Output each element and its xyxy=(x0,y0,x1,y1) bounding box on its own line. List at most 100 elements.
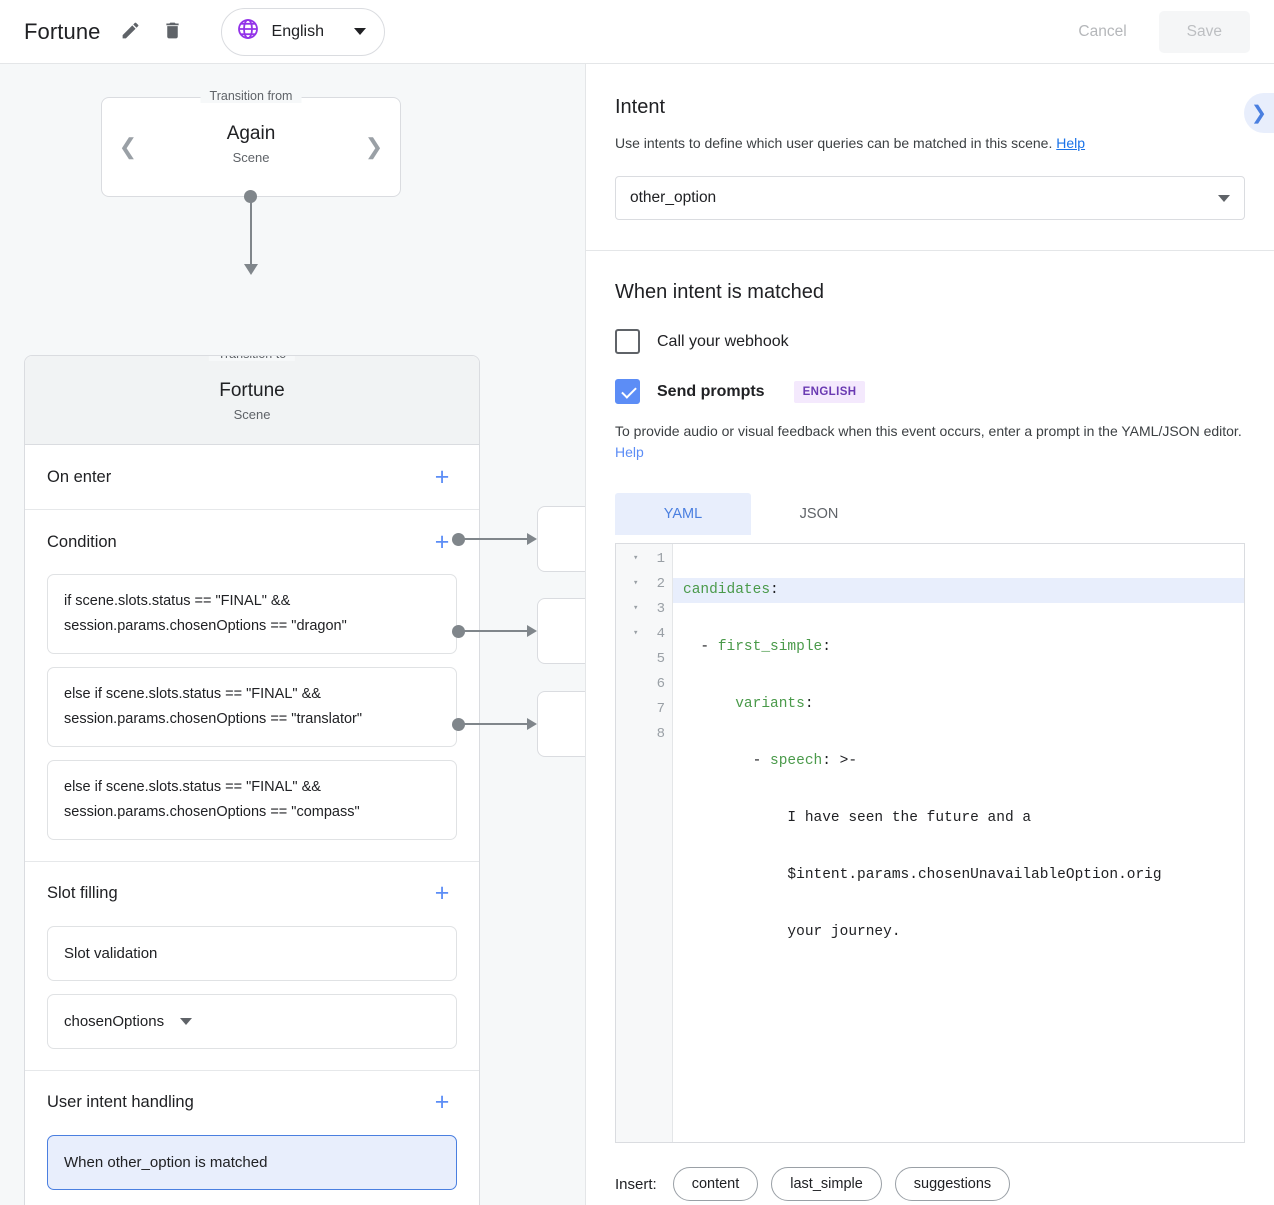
yaml-key: variants xyxy=(735,696,805,712)
plus-icon-slot-filling[interactable]: + xyxy=(427,879,457,909)
language-label: English xyxy=(271,22,325,40)
gutter-row: 7 xyxy=(616,696,672,721)
yaml-indent: - xyxy=(683,753,771,769)
yaml-text: $intent.params.chosenUnavailableOption.o… xyxy=(683,867,1162,883)
code-line: I have seen the future and a xyxy=(673,806,1244,831)
yaml-editor[interactable]: ▾1 ▾2 ▾3 ▾4 5 6 7 8 candidates: - first_… xyxy=(615,543,1245,1143)
condition-item[interactable]: else if scene.slots.status == "FINAL" &&… xyxy=(47,666,457,747)
code-line: your journey. xyxy=(673,920,1244,945)
gutter-row: ▾2 xyxy=(616,571,672,596)
intent-heading: Intent xyxy=(615,96,666,118)
code-line: $intent.params.chosenUnavailableOption.o… xyxy=(673,863,1244,888)
edit-button[interactable] xyxy=(111,12,151,52)
plus-icon-on-enter[interactable]: + xyxy=(427,462,457,492)
intent-section: Intent Use intents to define which user … xyxy=(586,64,1274,251)
fold-toggle-icon[interactable]: ▾ xyxy=(633,553,639,563)
intent-select[interactable]: other_option xyxy=(615,176,1245,220)
slot-validation-item[interactable]: Slot validation xyxy=(47,925,457,981)
gutter-row: ▾4 xyxy=(616,621,672,646)
top-bar: Fortune English Cancel xyxy=(0,0,1274,64)
code-line: - speech: >- xyxy=(673,749,1244,774)
condition-connector-line xyxy=(458,538,528,540)
gutter-row: ▾3 xyxy=(616,596,672,621)
plus-icon-user-intent-handling[interactable]: + xyxy=(427,1088,457,1118)
gutter-row: ▾1 xyxy=(616,546,672,571)
intent-handler-item-selected[interactable]: When other_option is matched xyxy=(47,1134,457,1190)
section-title-user-intent-handling: User intent handling xyxy=(47,1093,194,1112)
yaml-text: your journey. xyxy=(683,924,901,940)
slot-item-label: chosenOptions xyxy=(64,1012,165,1030)
expand-panel-button[interactable]: ❯ xyxy=(1244,93,1274,133)
chevron-right-icon: ❯ xyxy=(1251,102,1267,124)
code-line: variants: xyxy=(673,692,1244,717)
intent-description-text: Use intents to define which user queries… xyxy=(615,135,1053,151)
condition-connector-arrow-icon xyxy=(527,718,537,730)
line-number: 7 xyxy=(656,700,665,717)
intent-help-link[interactable]: Help xyxy=(1056,135,1086,151)
condition-item[interactable]: else if scene.slots.status == "FINAL" &&… xyxy=(47,759,457,840)
chevron-down-icon xyxy=(354,28,367,35)
webhook-row: Call your webhook xyxy=(615,329,1245,354)
insert-chip-last-simple[interactable]: last_simple xyxy=(771,1167,882,1201)
section-title-slot-filling: Slot filling xyxy=(47,884,118,903)
editor-code-area[interactable]: candidates: - first_simple: variants: - … xyxy=(673,544,1244,1142)
page-title: Fortune xyxy=(24,18,101,44)
send-prompts-help-link[interactable]: Help xyxy=(615,444,644,460)
language-badge: ENGLISH xyxy=(793,380,866,403)
save-button[interactable]: Save xyxy=(1158,10,1250,53)
send-prompts-checkbox[interactable] xyxy=(615,379,640,404)
condition-connector-line xyxy=(458,630,528,632)
condition-target-card[interactable] xyxy=(537,506,585,572)
call-webhook-label: Call your webhook xyxy=(657,332,789,350)
chevron-right-icon[interactable]: ❯ xyxy=(364,134,384,159)
condition-connector-arrow-icon xyxy=(527,625,537,637)
send-prompts-description: To provide audio or visual feedback when… xyxy=(615,421,1245,463)
condition-connector-line xyxy=(458,723,528,725)
topbar-actions: Cancel Save xyxy=(1056,10,1274,53)
transition-to-type: Scene xyxy=(233,407,271,422)
delete-button[interactable] xyxy=(153,12,193,52)
code-line: - first_simple: xyxy=(673,635,1244,660)
line-number: 1 xyxy=(656,550,665,567)
transition-from-legend: Transition from xyxy=(200,89,302,103)
line-number: 6 xyxy=(656,675,665,692)
tab-yaml[interactable]: YAML xyxy=(615,493,751,535)
intent-details-panel: ❯ Intent Use intents to define which use… xyxy=(586,64,1274,1205)
line-number: 2 xyxy=(656,575,665,592)
insert-chip-suggestions[interactable]: suggestions xyxy=(894,1167,1011,1201)
section-slot-filling: Slot filling + Slot validation chosenOpt… xyxy=(25,862,479,1071)
insert-label: Insert: xyxy=(615,1175,657,1193)
language-selector[interactable]: English xyxy=(220,7,386,56)
plus-icon-condition[interactable]: + xyxy=(427,527,457,557)
call-webhook-checkbox[interactable] xyxy=(615,329,640,354)
editor-format-tabs: YAML JSON xyxy=(615,493,1245,535)
insert-chip-content[interactable]: content xyxy=(672,1167,759,1201)
section-on-enter: On enter + xyxy=(25,445,479,510)
gutter-row: 5 xyxy=(616,646,672,671)
slot-item-chosenoptions[interactable]: chosenOptions xyxy=(47,993,457,1049)
condition-target-card[interactable] xyxy=(537,598,585,664)
send-prompts-row: Send prompts ENGLISH xyxy=(615,379,1245,404)
line-number: 5 xyxy=(656,650,665,667)
transition-from-name: Again xyxy=(226,123,276,144)
section-title-condition: Condition xyxy=(47,532,117,551)
condition-item[interactable]: if scene.slots.status == "FINAL" && sess… xyxy=(47,574,457,654)
fold-toggle-icon[interactable]: ▾ xyxy=(633,603,639,613)
transition-to-header[interactable]: Transition to Fortune Scene xyxy=(25,355,479,445)
transition-from-card[interactable]: Transition from Again Scene ❮ ❯ xyxy=(101,89,401,197)
fold-toggle-icon[interactable]: ▾ xyxy=(633,578,639,588)
send-prompts-description-text: To provide audio or visual feedback when… xyxy=(615,423,1242,439)
condition-target-card[interactable] xyxy=(537,691,585,757)
yaml-indent xyxy=(683,696,735,712)
section-title-on-enter: On enter xyxy=(47,467,112,486)
yaml-punct: : >- xyxy=(822,753,858,769)
cancel-button[interactable]: Cancel xyxy=(1056,11,1148,53)
gutter-row: 8 xyxy=(616,721,672,746)
chevron-down-icon xyxy=(180,1017,193,1025)
send-prompts-label: Send prompts xyxy=(657,382,765,400)
section-user-intent-handling: User intent handling + When other_option… xyxy=(25,1071,479,1205)
fold-toggle-icon[interactable]: ▾ xyxy=(633,628,639,638)
tab-json[interactable]: JSON xyxy=(799,506,839,522)
chevron-left-icon[interactable]: ❮ xyxy=(118,134,138,159)
editor-gutter: ▾1 ▾2 ▾3 ▾4 5 6 7 8 xyxy=(616,544,673,1142)
